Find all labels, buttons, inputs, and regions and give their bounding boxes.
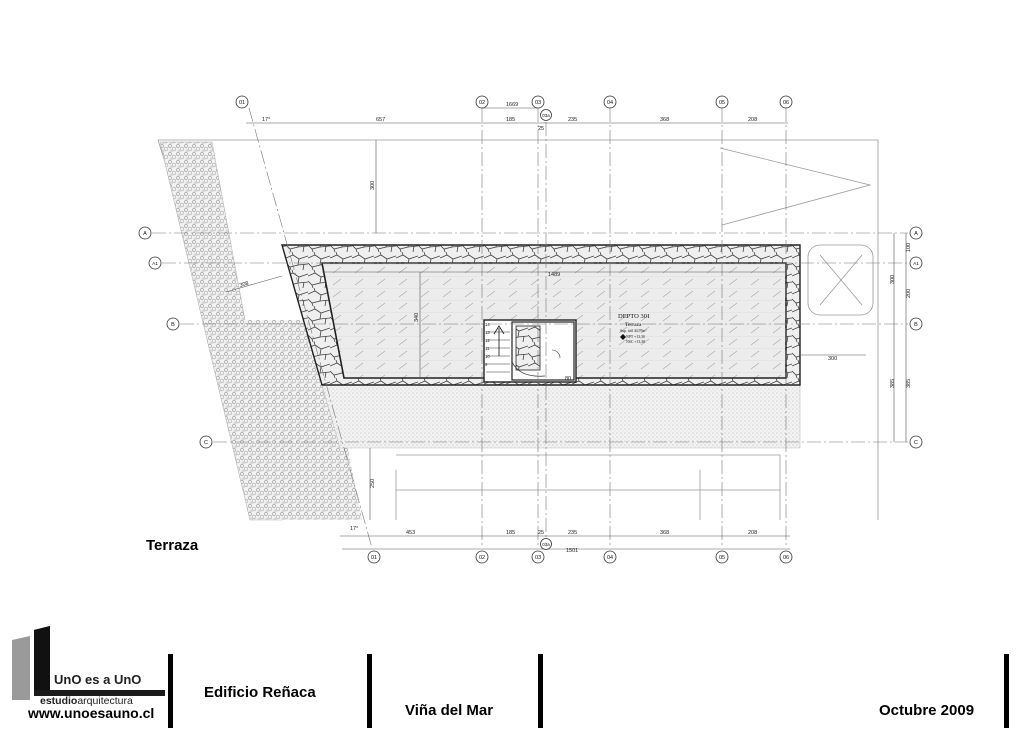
grid-A1-right: A1 [913, 261, 919, 267]
apartment-label: DEPTO 301 [618, 313, 650, 320]
project-name: Edificio Reñaca [204, 684, 316, 701]
grid-01-top: 01 [239, 100, 245, 106]
dim-right-c: 200 [906, 289, 912, 298]
company-logo: UnO es a UnO estudioarquitectura [12, 626, 165, 707]
grid-06-top: 06 [783, 100, 789, 106]
dim-bottom-2: 185 [506, 530, 515, 536]
dim-top-total: 1669 [506, 102, 518, 108]
logo-sub-text: estudioarquitectura [40, 695, 133, 707]
svg-text:14: 14 [485, 322, 490, 327]
dim-bottom-250: 250 [370, 479, 376, 488]
dim-top-1: 657 [376, 117, 385, 123]
room-label: DEPTO 301 Terraza Sup. útil 44,97m² NPT … [618, 313, 650, 345]
grid-C-right: C [914, 440, 918, 446]
dim-inner-height: 340 [414, 313, 420, 322]
grid-B-left: B [171, 322, 175, 328]
dim-bottom-1: 453 [406, 530, 415, 536]
logo-numeral-shadow [12, 636, 30, 700]
dim-bottom-4: 235 [568, 530, 577, 536]
grid-B-right: B [914, 322, 918, 328]
footer-divider-3 [538, 654, 543, 728]
project-date: Octubre 2009 [879, 702, 975, 719]
angle-bottom: 17° [350, 526, 358, 532]
grid-C-left: C [204, 440, 208, 446]
grid-A-right: A [914, 231, 918, 237]
dim-right-d: 385 [890, 379, 896, 388]
dim-bottom-total: 1501 [566, 548, 578, 554]
project-location: Viña del Mar [405, 702, 494, 719]
svg-text:9: 9 [485, 362, 488, 367]
stair-note: 80 [565, 376, 571, 382]
svg-text:13: 13 [485, 330, 490, 335]
dim-top-2: 185 [506, 117, 515, 123]
grid-lines [152, 107, 908, 549]
grid-bubbles: 01 02 03 03a 04 05 06 01 02 03 03a 04 05… [138, 95, 923, 564]
stair-step-numbers: 14 13 12 11 10 9 [485, 322, 490, 367]
grid-03-top: 03 [535, 100, 541, 106]
dim-right-e: 385 [906, 379, 912, 388]
grid-02-bottom: 02 [479, 555, 485, 561]
dim-right-300: 300 [828, 356, 837, 362]
grid-A-left: A [143, 231, 147, 237]
dim-bottom-3: 25 [538, 530, 544, 536]
grid-03a-bottom: 03a [542, 542, 550, 547]
area-note: Sup. útil 44,97m² [620, 329, 647, 334]
svg-text:12: 12 [485, 338, 490, 343]
svg-text:11: 11 [485, 346, 490, 351]
grid-A1-left: A1 [152, 261, 158, 267]
stair-block [483, 319, 577, 383]
level-marker-icon [620, 334, 626, 340]
floor-plan-drawing: 17° 657 1669 185 25 235 368 208 17° 453 … [138, 95, 923, 564]
grid-05-top: 05 [719, 100, 725, 106]
dimension-texts: 17° 657 1669 185 25 235 368 208 17° 453 … [239, 102, 912, 554]
level-note-2: NSC +13,30 [626, 340, 645, 345]
level-note-1: NPT +13,30 [626, 335, 645, 340]
dim-top-5: 208 [748, 117, 757, 123]
dim-top-4: 368 [660, 117, 669, 123]
dotted-band [321, 384, 801, 449]
grid-04-bottom: 04 [607, 555, 613, 561]
footer-divider-1 [168, 654, 173, 728]
grid-05-bottom: 05 [719, 555, 725, 561]
grid-03-bottom: 03 [535, 555, 541, 561]
dim-right-b: 300 [890, 275, 896, 284]
grid-03a-top: 03a [542, 113, 550, 118]
svg-text:10: 10 [485, 354, 490, 359]
grid-04-top: 04 [607, 100, 613, 106]
dim-vertical-300: 300 [370, 181, 376, 190]
room-name: Terraza [625, 322, 642, 328]
angle-top: 17° [262, 117, 270, 123]
dim-diagonal: 308 [239, 281, 249, 289]
dim-top-small: 25 [538, 126, 544, 132]
footer-divider-4 [1004, 654, 1009, 728]
dim-inner-width: 1489 [548, 272, 560, 278]
dimension-lines [225, 107, 907, 550]
dim-top-3: 235 [568, 117, 577, 123]
drawing-caption: Terraza [146, 537, 199, 554]
website-url[interactable]: www.unoesauno.cl [28, 705, 155, 721]
logo-main-text: UnO es a UnO [54, 672, 141, 687]
grid-02-top: 02 [479, 100, 485, 106]
grid-01-bottom: 01 [371, 555, 377, 561]
grid-06-bottom: 06 [783, 555, 789, 561]
footer-divider-2 [367, 654, 372, 728]
dim-right-a: 100 [906, 243, 912, 252]
dim-bottom-5: 368 [660, 530, 669, 536]
dim-bottom-6: 208 [748, 530, 757, 536]
